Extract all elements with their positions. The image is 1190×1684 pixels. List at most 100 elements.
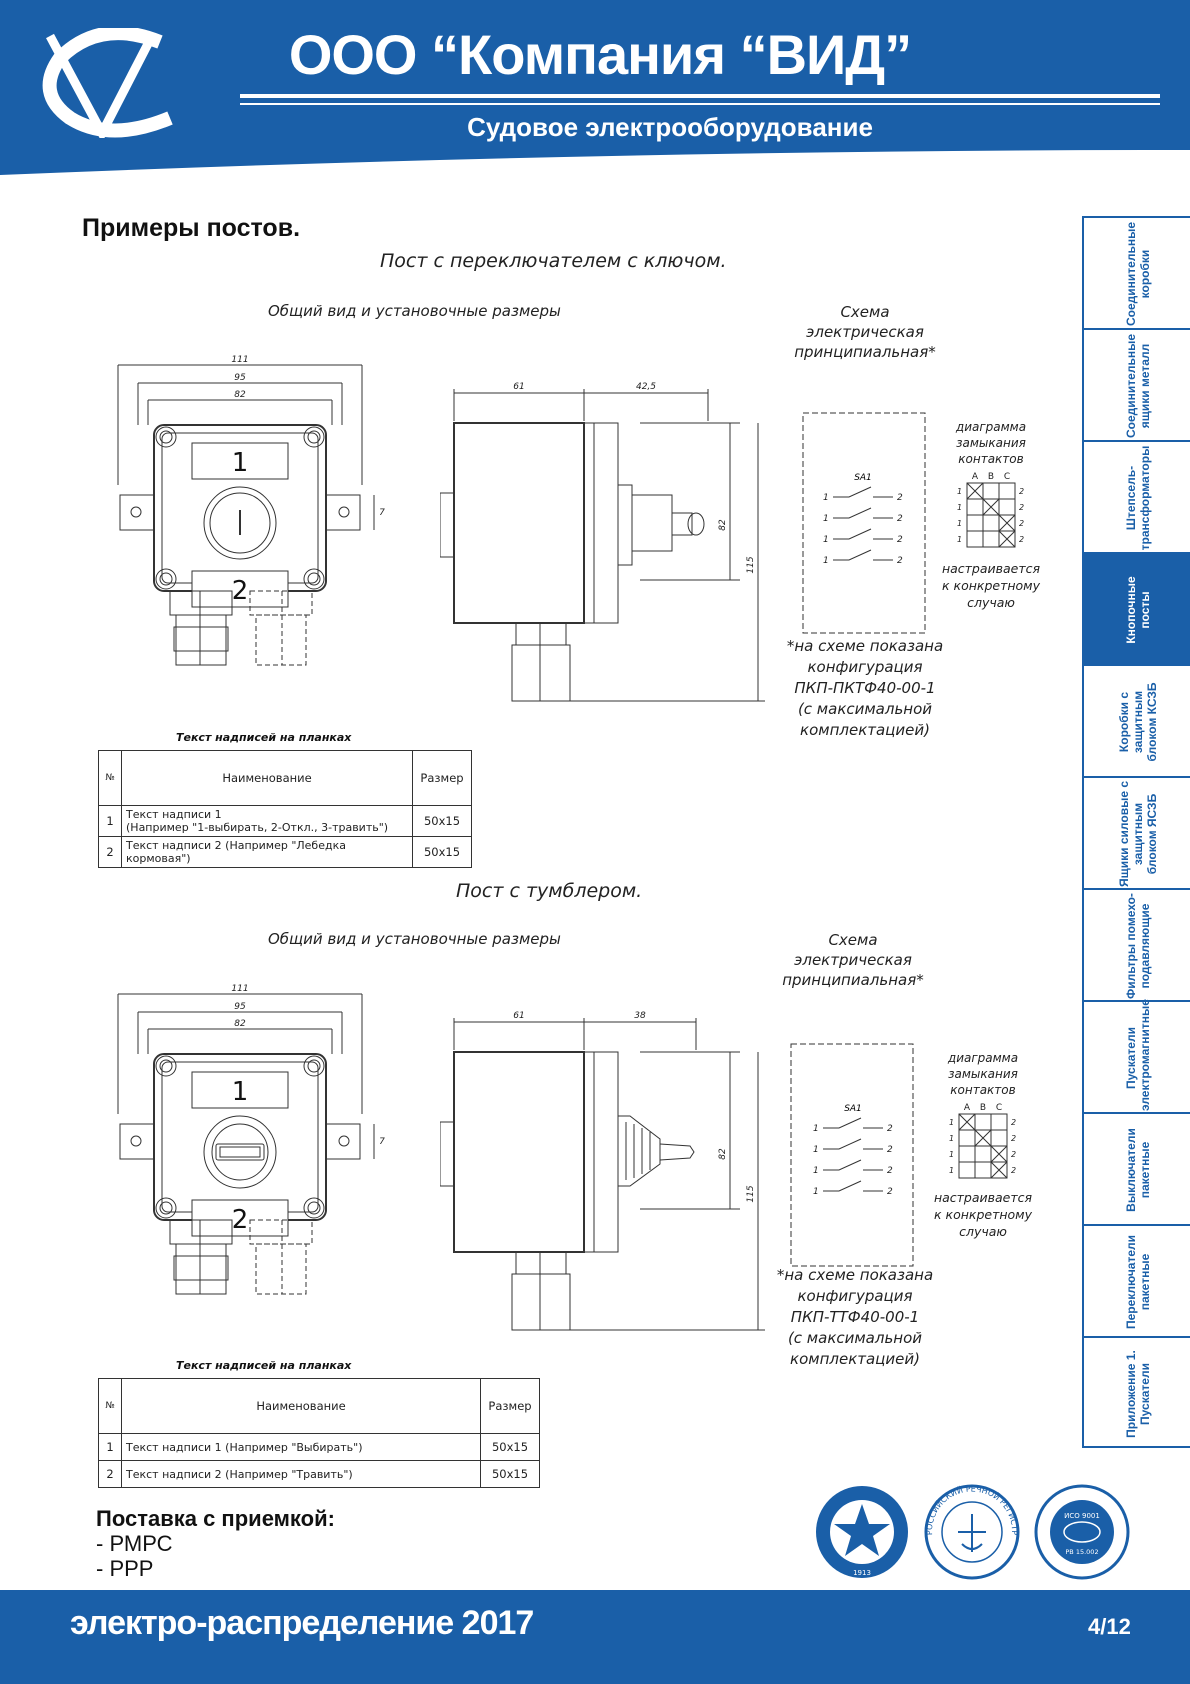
svg-text:61: 61 xyxy=(513,382,524,392)
svg-text:2: 2 xyxy=(897,514,903,524)
delivery-item: - РМРС xyxy=(96,1531,173,1556)
svg-text:2: 2 xyxy=(887,1124,893,1134)
svg-text:95: 95 xyxy=(234,1002,246,1012)
svg-text:C: C xyxy=(996,1103,1002,1113)
post1-table-caption: Текст надписей на планках xyxy=(176,731,352,744)
tab-packet-switches[interactable]: Выключатели пакетные xyxy=(1082,1112,1190,1224)
company-name: ООО “Компания “ВИД” xyxy=(288,23,912,86)
svg-text:1: 1 xyxy=(232,1077,249,1107)
svg-text:2: 2 xyxy=(897,493,903,503)
svg-text:диаграмма: диаграмма xyxy=(955,420,1026,434)
svg-text:случаю: случаю xyxy=(967,595,1015,610)
svg-text:SA1: SA1 xyxy=(844,1104,862,1114)
svg-text:111: 111 xyxy=(231,355,248,365)
svg-text:к конкретному: к конкретному xyxy=(934,1207,1033,1222)
svg-text:2: 2 xyxy=(887,1145,893,1155)
tab-magnetic-starters[interactable]: Пускатели электромагнитные xyxy=(1082,999,1190,1112)
svg-text:2: 2 xyxy=(232,1205,249,1235)
svg-text:111: 111 xyxy=(231,984,248,994)
tab-connection-cases-metal[interactable]: Соединительные ящики металл xyxy=(1082,328,1190,440)
svg-text:замыкания: замыкания xyxy=(956,436,1026,450)
svg-text:1: 1 xyxy=(949,1150,954,1159)
svg-text:2: 2 xyxy=(897,535,903,545)
page-number: 4/12 xyxy=(1088,1614,1131,1639)
tab-boxes-kszb[interactable]: Коробки с защитным блоком КСЗБ xyxy=(1082,664,1190,776)
delivery-title: Поставка с приемкой: xyxy=(96,1506,335,1531)
header-band xyxy=(0,0,1190,175)
svg-text:1: 1 xyxy=(949,1166,954,1175)
tab-packet-changeovers[interactable]: Переключатели пакетные xyxy=(1082,1224,1190,1336)
svg-text:82: 82 xyxy=(234,390,246,400)
svg-text:настраивается: настраивается xyxy=(942,561,1041,576)
tab-connection-boxes[interactable]: Соединительные коробки xyxy=(1082,216,1190,328)
svg-text:82: 82 xyxy=(718,1148,728,1160)
svg-text:A: A xyxy=(972,472,979,482)
svg-text:1: 1 xyxy=(813,1124,819,1134)
footer-band xyxy=(0,1590,1190,1684)
tab-power-cases-yaszb[interactable]: Ящики силовые с защитным блоком ЯСЗБ xyxy=(1082,776,1190,888)
svg-text:82: 82 xyxy=(718,519,728,531)
svg-text:C: C xyxy=(1004,472,1010,482)
svg-text:38: 38 xyxy=(634,1011,646,1021)
header-subtitle: Судовое электрооборудование xyxy=(467,112,873,142)
post2-side-drawing: 61 38 82 115 xyxy=(440,1011,765,1331)
svg-text:настраивается: настраивается xyxy=(934,1190,1033,1205)
svg-text:2: 2 xyxy=(1011,1150,1016,1159)
svg-text:контактов: контактов xyxy=(950,1083,1015,1097)
svg-text:1: 1 xyxy=(957,487,962,496)
svg-text:1: 1 xyxy=(823,493,829,503)
tab-noise-filters[interactable]: Фильтры помехо-подавляющие xyxy=(1082,888,1190,1000)
svg-text:1: 1 xyxy=(949,1134,954,1143)
svg-text:1: 1 xyxy=(823,514,829,524)
tab-appendix-starters[interactable]: Приложение 1. Пускатели xyxy=(1082,1336,1190,1448)
post2-view-label: Общий вид и установочные размеры xyxy=(268,930,561,948)
svg-text:1: 1 xyxy=(232,448,249,478)
svg-text:A: A xyxy=(964,1103,971,1113)
svg-text:2: 2 xyxy=(887,1166,893,1176)
rmrs-seal: 1913 xyxy=(816,1486,908,1578)
svg-text:1913: 1913 xyxy=(853,1569,871,1577)
svg-text:диаграмма: диаграмма xyxy=(947,1051,1018,1065)
svg-text:61: 61 xyxy=(513,1011,524,1021)
post1-view-label: Общий вид и установочные размеры xyxy=(268,302,561,320)
svg-text:РВ 15.002: РВ 15.002 xyxy=(1065,1548,1098,1556)
svg-text:2: 2 xyxy=(1019,487,1024,496)
delivery-item: - РРР xyxy=(96,1556,154,1581)
tab-push-button-posts[interactable]: Кнопочные посты xyxy=(1082,552,1190,664)
svg-text:115: 115 xyxy=(746,1185,756,1202)
post2-title: Пост с тумблером. xyxy=(456,880,643,902)
footer-title: электро-распределение 2017 xyxy=(70,1604,534,1642)
company-logo xyxy=(42,28,173,138)
svg-text:2: 2 xyxy=(887,1187,893,1197)
certification-seals: 1913 РОССИЙСКИЙ РЕЧНОЙ РЕГИСТР ИСО 9001 … xyxy=(816,1484,1130,1580)
svg-text:1: 1 xyxy=(823,556,829,566)
tab-plug-transformers[interactable]: Штепсель-трансформаторы xyxy=(1082,440,1190,552)
svg-text:2: 2 xyxy=(1011,1134,1016,1143)
svg-text:1: 1 xyxy=(957,503,962,512)
svg-text:2: 2 xyxy=(1019,503,1024,512)
svg-text:2: 2 xyxy=(1011,1118,1016,1127)
side-tabs: Соединительные коробки Соединительные ящ… xyxy=(1082,216,1190,1448)
svg-text:2: 2 xyxy=(897,556,903,566)
delivery-block: Поставка с приемкой: - РМРС - РРР xyxy=(96,1506,335,1581)
post2-front-drawing: 111 95 82 7 1 2 xyxy=(117,984,385,1295)
post1-side-drawing: 61 42,5 82 115 xyxy=(440,382,765,702)
svg-text:1: 1 xyxy=(813,1187,819,1197)
svg-text:случаю: случаю xyxy=(959,1224,1007,1239)
svg-text:контактов: контактов xyxy=(958,452,1023,466)
post1-title: Пост с переключателем с ключом. xyxy=(380,250,727,272)
svg-text:2: 2 xyxy=(1011,1166,1016,1175)
svg-text:7: 7 xyxy=(379,1137,385,1147)
svg-text:2: 2 xyxy=(1019,535,1024,544)
svg-text:115: 115 xyxy=(746,556,756,573)
